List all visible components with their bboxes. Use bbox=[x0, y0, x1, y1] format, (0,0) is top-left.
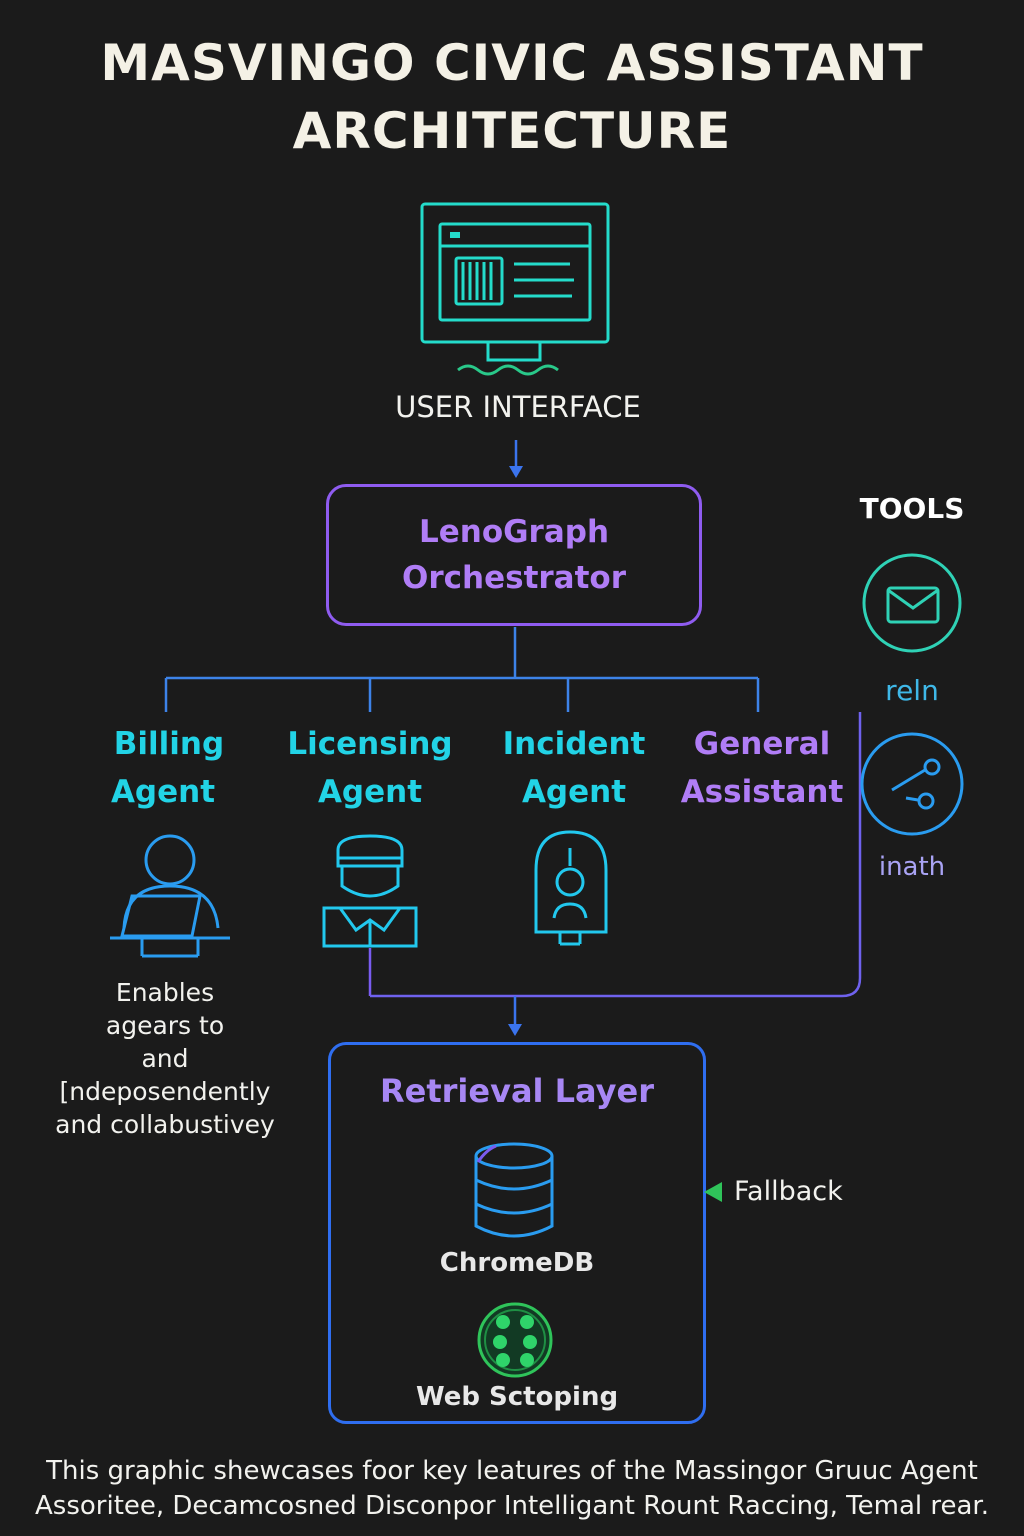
agents-description-line-1: Enables bbox=[115, 978, 215, 1007]
tool-reln-label: reln bbox=[885, 674, 939, 707]
general-assistant-label-line-1: General bbox=[693, 726, 831, 762]
general-assistant-label: General Assistant bbox=[672, 720, 852, 816]
mail-icon bbox=[862, 553, 962, 653]
incident-agent-label: Incident Agent bbox=[486, 720, 662, 816]
tools-heading: TOOLS bbox=[859, 492, 965, 525]
database-label: ChromeDB bbox=[439, 1248, 595, 1278]
agents-description: Enables agears to and [ndeposendently an… bbox=[40, 976, 290, 1141]
footer-caption: This graphic shewcases foor key leatures… bbox=[0, 1454, 1024, 1524]
licensing-agent-label-line-2: Agent bbox=[317, 774, 423, 810]
agents-description-line-2: agears to bbox=[105, 1011, 225, 1040]
incident-agent-label-line-2: Agent bbox=[521, 774, 627, 810]
web-scraping-label: Web Sctoping bbox=[415, 1382, 619, 1412]
agents-description-line-5: and collabustivey bbox=[55, 1110, 275, 1139]
fallback-label: Fallback bbox=[734, 1176, 843, 1207]
web-scraping-icon bbox=[477, 1302, 553, 1378]
incident-agent-label-line-1: Incident bbox=[502, 726, 646, 762]
alert-person-icon bbox=[534, 830, 608, 946]
licensing-agent-label: Licensing Agent bbox=[272, 720, 468, 816]
billing-agent-label: Billing Agent bbox=[86, 720, 252, 816]
agents-description-line-4: [ndeposendently bbox=[59, 1077, 271, 1106]
orchestrator-branch-lines bbox=[164, 627, 760, 712]
orchestrator-box: LenoGraph Orchestrator bbox=[326, 484, 702, 626]
footer-caption-line-1: This graphic shewcases foor key leatures… bbox=[46, 1456, 978, 1486]
monitor-icon bbox=[420, 202, 610, 376]
billing-agent-label-line-2: Agent bbox=[110, 774, 216, 810]
graph-nodes-icon bbox=[860, 732, 964, 836]
fallback-indicator: Fallback bbox=[704, 1176, 843, 1207]
fallback-arrow-icon bbox=[704, 1181, 722, 1202]
arrow-to-retrieval bbox=[508, 1024, 522, 1036]
person-laptop-icon bbox=[110, 834, 230, 958]
billing-agent-label-line-1: Billing bbox=[113, 726, 225, 762]
database-icon bbox=[474, 1142, 554, 1238]
diagram-title-line-2: ARCHITECTURE bbox=[292, 102, 732, 160]
orchestrator-label-line-1: LenoGraph bbox=[418, 514, 610, 550]
general-assistant-label-line-2: Assistant bbox=[680, 774, 844, 810]
footer-caption-line-2: Assoritee, Decamcosned Disconpor Intelli… bbox=[35, 1491, 989, 1521]
agents-description-line-3: and bbox=[141, 1044, 189, 1073]
diagram-title-line-1: MASVINGO CIVIC ASSISTANT bbox=[100, 34, 924, 92]
officer-icon bbox=[322, 834, 418, 948]
orchestrator-label-line-2: Orchestrator bbox=[402, 560, 626, 596]
licensing-agent-label-line-1: Licensing bbox=[287, 726, 453, 762]
retrieval-layer-box bbox=[328, 1042, 706, 1424]
arrow-ui-to-orchestrator bbox=[509, 440, 523, 478]
tool-inath-label: inath bbox=[878, 852, 946, 882]
user-interface-label: USER INTERFACE bbox=[395, 390, 641, 424]
retrieval-layer-title: Retrieval Layer bbox=[380, 1072, 654, 1110]
